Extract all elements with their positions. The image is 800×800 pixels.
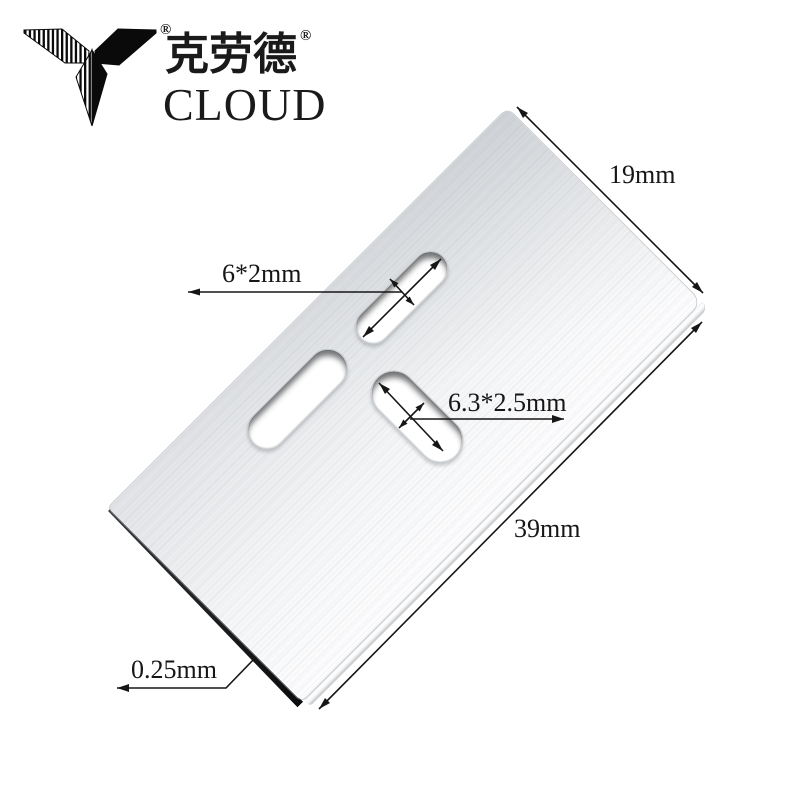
registered-trademark-mark: ® bbox=[300, 28, 312, 44]
blade-photo bbox=[108, 108, 708, 702]
blade-slot-small-top bbox=[347, 243, 456, 352]
dimension-label-thickness: 0.25mm bbox=[131, 655, 217, 684]
dimension-label-small-slot: 6*2mm bbox=[222, 259, 302, 288]
blade-slot-small-left bbox=[238, 340, 357, 458]
dimension-label-length: 39mm bbox=[514, 514, 581, 543]
brand-name-cn: 克劳德 bbox=[165, 30, 297, 79]
dimension-label-width: 19mm bbox=[609, 160, 676, 189]
registered-trademark-mark: ® bbox=[160, 22, 172, 38]
brand-name-en: CLOUD bbox=[163, 79, 327, 130]
dimension-label-large-slot: 6.3*2.5mm bbox=[448, 388, 567, 417]
bird-logo-icon bbox=[23, 28, 157, 127]
blade-face bbox=[108, 108, 702, 702]
brand-logo: ® 克劳德 ® CLOUD bbox=[15, 20, 345, 145]
